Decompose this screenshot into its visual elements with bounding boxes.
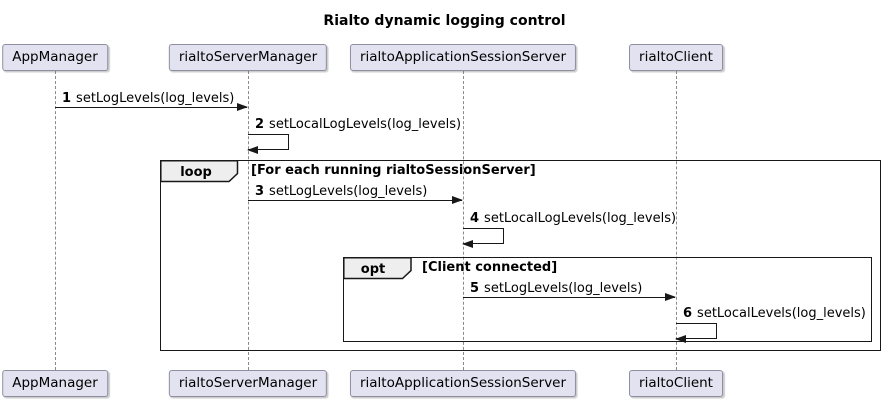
message-5: 5 setLogLevels(log_levels) — [463, 281, 676, 301]
arrowhead-right-icon — [452, 196, 463, 204]
fragment-loop-keyword: loop — [180, 165, 212, 180]
participant-appmanager-bottom: AppManager — [2, 370, 108, 397]
participant-rialtoservermanager-top: rialtoServerManager — [168, 44, 328, 71]
message-4-line — [462, 228, 504, 248]
message-2-label: setLocalLogLevels(log_levels) — [269, 117, 462, 132]
lifeline-rialtoservermanager — [247, 71, 249, 370]
fragment-opt-condition: [Client connected] — [422, 260, 558, 275]
message-4-label: setLocalLogLevels(log_levels) — [484, 211, 677, 226]
fragment-loop: loop [For each running rialtoSessionServ… — [160, 160, 881, 351]
message-6: 6 setLocalLevels(log_levels) — [675, 306, 866, 343]
message-1: 1 setLogLevels(log_levels) — [55, 91, 248, 111]
fragment-opt-label: opt — [343, 257, 412, 280]
message-2-line — [247, 134, 289, 154]
message-5-number: 5 — [470, 281, 480, 296]
message-2-number: 2 — [255, 117, 265, 132]
fragment-loop-label: loop — [160, 160, 239, 183]
message-6-number: 6 — [683, 306, 693, 321]
message-3-number: 3 — [255, 184, 265, 199]
diagram-title: Rialto dynamic logging control — [323, 13, 566, 29]
message-5-text: 5 setLogLevels(log_levels) — [463, 281, 675, 296]
message-6-label: setLocalLevels(log_levels) — [697, 306, 866, 321]
message-4-number: 4 — [470, 211, 480, 226]
message-4: 4 setLocalLogLevels(log_levels) — [462, 211, 676, 248]
participant-rialtoclient-bottom: rialtoClient — [629, 370, 723, 397]
message-6-line — [675, 323, 717, 343]
message-2: 2 setLocalLogLevels(log_levels) — [247, 117, 461, 154]
message-3-line — [248, 196, 463, 204]
message-2-text: 2 setLocalLogLevels(log_levels) — [248, 117, 461, 132]
message-3-text: 3 setLogLevels(log_levels) — [248, 184, 462, 199]
lifeline-rialtoclient — [675, 71, 677, 370]
fragment-loop-condition: [For each running rialtoSessionServer] — [251, 163, 536, 178]
arrowhead-left-icon — [675, 335, 686, 343]
arrowhead-left-icon — [247, 146, 258, 154]
pentagon-shape — [160, 160, 239, 183]
message-3: 3 setLogLevels(log_levels) — [248, 184, 463, 204]
message-1-number: 1 — [62, 91, 72, 106]
participant-rialtoservermanager-bottom: rialtoServerManager — [168, 370, 328, 397]
message-1-text: 1 setLogLevels(log_levels) — [55, 91, 247, 106]
lifeline-rialtoapplicationsessionserver — [462, 71, 464, 370]
pentagon-shape — [343, 257, 412, 280]
participant-appmanager-top: AppManager — [2, 44, 108, 71]
arrowhead-left-icon — [462, 240, 473, 248]
message-1-line — [55, 103, 248, 111]
participant-rialtoapplicationsessionserver-bottom: rialtoApplicationSessionServer — [349, 370, 577, 397]
arrowhead-right-icon — [665, 293, 676, 301]
message-1-label: setLogLevels(log_levels) — [76, 91, 235, 106]
message-6-text: 6 setLocalLevels(log_levels) — [676, 306, 866, 321]
participant-rialtoapplicationsessionserver-top: rialtoApplicationSessionServer — [349, 44, 577, 71]
fragment-opt: opt [Client connected] — [343, 257, 872, 342]
arrowhead-right-icon — [237, 103, 248, 111]
fragment-opt-keyword: opt — [361, 262, 385, 277]
lifeline-appmanager — [54, 71, 56, 370]
message-4-text: 4 setLocalLogLevels(log_levels) — [463, 211, 676, 226]
message-5-label: setLogLevels(log_levels) — [484, 281, 643, 296]
participant-rialtoclient-top: rialtoClient — [629, 44, 723, 71]
message-3-label: setLogLevels(log_levels) — [269, 184, 428, 199]
message-5-line — [463, 293, 676, 301]
